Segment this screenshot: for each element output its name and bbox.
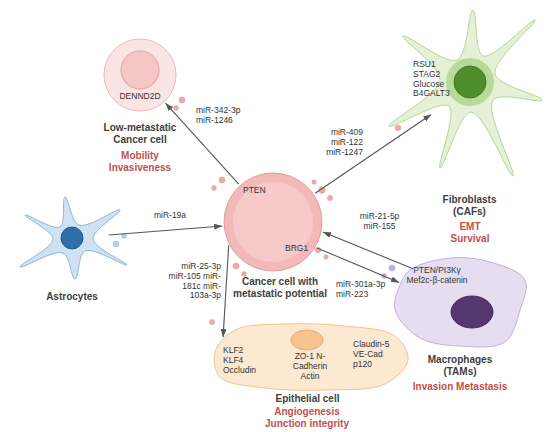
function-label: Angiogenesis Junction integrity (257, 406, 357, 429)
cell-name: Low-metastatic Cancer cell (95, 122, 185, 145)
transfer-arrow (109, 226, 222, 235)
transfer-arrow (223, 245, 229, 337)
cell-part (291, 330, 323, 350)
cell-node: PTEN/PI3Kγ Mef2c-β-cateninMacrophages (T… (390, 250, 530, 350)
cell-name: Macrophages (TAMs) (410, 354, 510, 377)
gene-label: Claudin-5 VE-Cad p120 (353, 340, 395, 369)
vesicle (174, 106, 179, 111)
gene-label: PTEN/PI3Kγ Mef2c-β-catenin (402, 266, 472, 286)
cell-outline (223, 172, 323, 272)
vesicle (324, 255, 328, 259)
cell-body (20, 197, 127, 279)
vesicle (312, 180, 316, 184)
gene-label: KLF2 KLF4 Occludin (223, 346, 261, 375)
vesicle (179, 97, 185, 103)
cell-node: Astrocytes (15, 195, 130, 280)
cell-name: Fibroblasts (CAFs) (432, 194, 507, 217)
vesicle (113, 241, 119, 247)
cell-part (61, 227, 83, 249)
cell-name: Astrocytes (22, 291, 122, 303)
vesicle (233, 263, 239, 269)
cell-body (214, 324, 408, 391)
cell-node: PTENBRG1Cancer cell with metastatic pote… (223, 172, 323, 272)
cell-part (121, 51, 159, 89)
transfer-arrow (317, 248, 399, 283)
cell-node: DENND2DLow-metastatic Cancer cellMobilit… (103, 38, 177, 112)
cell-body (394, 258, 526, 347)
cell-part (104, 39, 176, 111)
vesicle (242, 272, 247, 277)
mirna-label: miR-25-3p miR-105 miR-181c miR-103a-3p (165, 262, 221, 301)
cell-part (451, 296, 493, 328)
cell-part (454, 66, 486, 98)
cell-outline (15, 195, 130, 280)
mirna-label: miR-409 miR-122 miR-1247 (318, 128, 363, 157)
vesicle (395, 125, 401, 131)
cell-outline (385, 8, 545, 188)
vesicle (382, 274, 387, 279)
vesicle (209, 319, 214, 324)
cell-name: Cancer cell with metastatic potential (230, 276, 330, 299)
cell-name: Epithelial cell (245, 393, 370, 405)
function-label: Mobility Invasiveness (95, 150, 185, 173)
function-label: EMT Survival (440, 221, 500, 244)
function-label: Invasion Metastasis (410, 381, 510, 393)
transfer-arrow (323, 232, 413, 269)
vesicle-group (113, 234, 126, 247)
vesicle (219, 177, 225, 183)
gene-label: BRG1 (285, 244, 321, 254)
transfer-arrow (315, 114, 431, 193)
vesicle (319, 187, 325, 193)
cell-part (446, 58, 494, 106)
vesicle (389, 265, 395, 271)
cell-node: RSU1 STAG2 Glucose B4GALT3Fibroblasts (C… (385, 8, 545, 188)
vesicle (327, 195, 332, 200)
gene-label: DENND2D (103, 92, 177, 102)
cell-body (389, 10, 542, 176)
gene-label: ZO-1 N-Cadherin Actin (285, 352, 335, 381)
cell-node: KLF2 KLF4 Occludin ZO-1 N-Cadherin Actin C… (205, 322, 410, 392)
mirna-label: miR-21-5p miR-155 (352, 212, 407, 232)
cell-part (224, 173, 322, 271)
mirna-label: miR-342-3p miR-1246 (196, 106, 246, 126)
mirna-label: miR-19a (145, 211, 195, 221)
cell-outline (390, 250, 530, 350)
vesicle (212, 186, 217, 191)
vesicle (122, 234, 127, 239)
vesicle-group (382, 265, 395, 278)
mirna-label: miR-301a-3p miR-223 (336, 280, 390, 300)
gene-label: PTEN (243, 186, 283, 196)
vesicle (315, 247, 321, 253)
gene-label: RSU1 STAG2 Glucose B4GALT3 (413, 60, 455, 99)
